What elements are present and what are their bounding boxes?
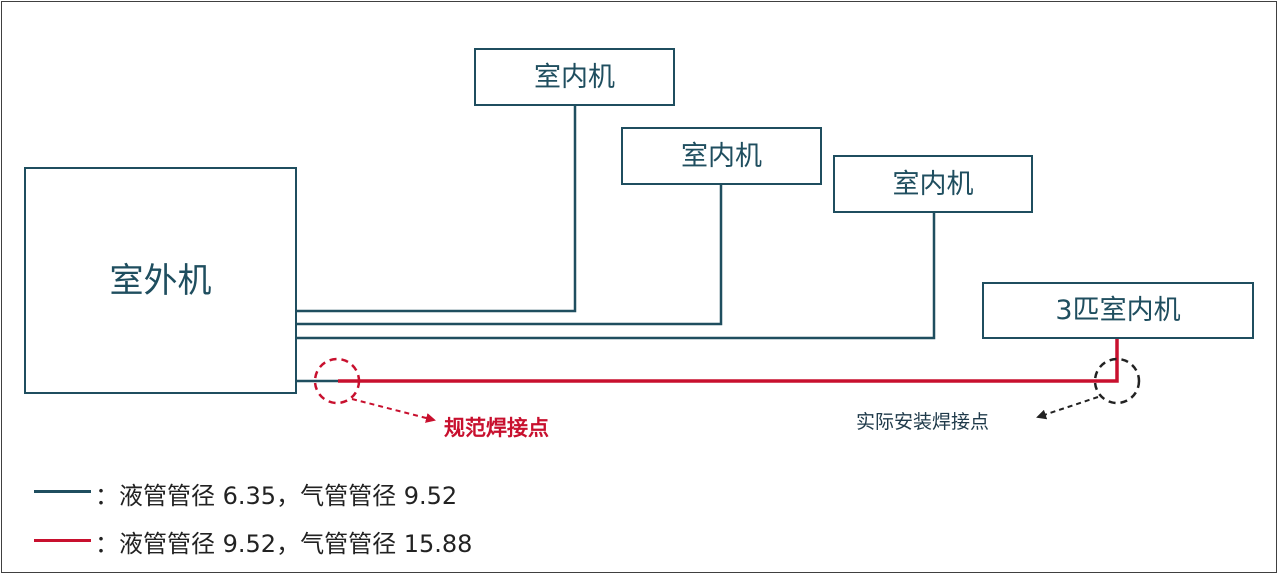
pipe-to-indoor-4 [338,339,1119,383]
standard-weld-marker [313,357,361,405]
indoor-unit-1-box: 室内机 [474,48,675,106]
indoor-unit-1-label: 室内机 [534,61,615,93]
outdoor-unit-label: 室外机 [109,260,212,301]
legend-small-pipe-swatch [34,490,91,493]
pipe-to-indoor-2 [297,185,723,326]
legend-large-pipe-swatch [34,539,91,542]
legend-large-pipe-text: ：液管管径 9.52，气管管径 15.88 [95,530,473,558]
pipe-to-indoor-1 [297,106,577,313]
actual-weld-marker [1093,357,1141,405]
indoor-unit-3-box: 室内机 [833,155,1033,213]
pipe-to-indoor-3 [297,213,936,340]
standard-weld-arrow [351,398,436,423]
indoor-unit-3hp-box: 3匹室内机 [982,282,1254,339]
indoor-unit-3-label: 室内机 [892,168,974,200]
outdoor-unit-box: 室外机 [24,167,297,394]
indoor-unit-2-box: 室内机 [621,127,822,185]
actual-weld-arrow [1036,396,1099,420]
legend-small-pipe-text: ：液管管径 6.35，气管管径 9.52 [95,482,458,510]
indoor-unit-3hp-label: 3匹室内机 [1055,295,1181,326]
indoor-unit-2-label: 室内机 [681,140,762,172]
actual-weld-label: 实际安装焊接点 [856,411,990,433]
standard-weld-label: 规范焊接点 [444,416,549,440]
